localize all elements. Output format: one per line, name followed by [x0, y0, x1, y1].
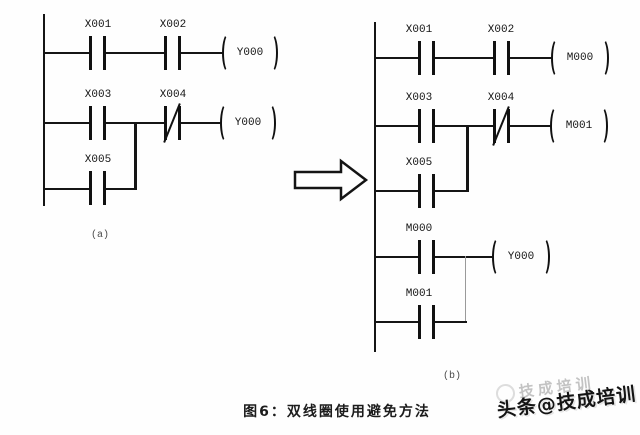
coil-symbol: Y000	[220, 103, 276, 143]
contact-bar	[418, 41, 421, 75]
coil-paren-left	[550, 106, 563, 146]
coil-paren-right	[537, 237, 550, 277]
coil-paren-left	[492, 237, 505, 277]
coil-paren-left	[220, 103, 233, 143]
coil-label: M000	[566, 52, 594, 64]
rung-wire	[374, 57, 554, 59]
coil-paren-right	[265, 33, 278, 73]
contact-bar	[418, 305, 421, 339]
contact-label: X002	[159, 19, 187, 31]
contact-bar	[89, 106, 92, 140]
contact-label: X001	[84, 19, 112, 31]
coil-label: M001	[565, 120, 593, 132]
no-contact-symbol	[493, 41, 510, 75]
coil-symbol: Y000	[222, 33, 278, 73]
right-arrow-icon	[293, 158, 369, 202]
contact-bar	[432, 109, 435, 143]
contact-label: M001	[405, 288, 433, 300]
contact-label: X005	[405, 157, 433, 169]
figure-caption: 图6：双线圈使用避免方法	[243, 404, 431, 420]
contact-label: M000	[405, 223, 433, 235]
contact-bar	[432, 305, 435, 339]
rung-wire	[43, 52, 226, 54]
contact-bar	[432, 41, 435, 75]
coil-paren-left	[551, 38, 564, 78]
contact-bar	[432, 174, 435, 208]
coil-paren-right	[263, 103, 276, 143]
left-power-rail-a	[43, 14, 45, 206]
contact-label: X002	[487, 24, 515, 36]
no-contact-symbol	[89, 171, 106, 205]
contact-bar	[493, 109, 496, 143]
no-contact-symbol	[418, 41, 435, 75]
coil-label: Y000	[236, 47, 264, 59]
contact-bar	[89, 36, 92, 70]
nc-contact-symbol	[492, 106, 510, 146]
no-contact-symbol	[164, 36, 181, 70]
contact-bar	[103, 171, 106, 205]
contact-bar	[103, 106, 106, 140]
contact-label: X001	[405, 24, 433, 36]
coil-label: Y000	[507, 251, 535, 263]
no-contact-symbol	[89, 36, 106, 70]
coil-symbol: M001	[550, 106, 608, 146]
coil-label: Y000	[234, 117, 262, 129]
contact-bar	[164, 36, 167, 70]
no-contact-symbol	[418, 174, 435, 208]
coil-paren-right	[596, 38, 609, 78]
contact-bar	[418, 240, 421, 274]
no-contact-symbol	[418, 109, 435, 143]
nc-contact-symbol	[163, 103, 181, 143]
contact-label: X004	[487, 92, 515, 104]
contact-bar	[432, 240, 435, 274]
branch-junction-wire	[466, 125, 469, 192]
rung-wire	[374, 125, 553, 127]
no-contact-symbol	[418, 305, 435, 339]
contact-bar	[89, 171, 92, 205]
coil-symbol: M000	[551, 38, 609, 78]
coil-symbol: Y000	[492, 237, 550, 277]
diagram-b-label: (b)	[442, 371, 461, 382]
left-power-rail-b	[374, 22, 376, 352]
contact-bar	[418, 109, 421, 143]
no-contact-symbol	[89, 106, 106, 140]
rung-wire	[43, 122, 223, 124]
contact-bar	[178, 106, 181, 140]
contact-bar	[103, 36, 106, 70]
diagram-a-label: (a)	[90, 230, 109, 241]
no-contact-symbol	[418, 240, 435, 274]
contact-label: X003	[84, 89, 112, 101]
branch-junction-wire	[134, 122, 137, 190]
contact-bar	[507, 109, 510, 143]
contact-bar	[493, 41, 496, 75]
contact-bar	[418, 174, 421, 208]
branch-junction-wire	[465, 256, 466, 322]
contact-label: X003	[405, 92, 433, 104]
contact-bar	[507, 41, 510, 75]
contact-label: X004	[159, 89, 187, 101]
contact-label: X005	[84, 154, 112, 166]
coil-paren-right	[595, 106, 608, 146]
contact-bar	[178, 36, 181, 70]
contact-bar	[164, 106, 167, 140]
coil-paren-left	[222, 33, 235, 73]
